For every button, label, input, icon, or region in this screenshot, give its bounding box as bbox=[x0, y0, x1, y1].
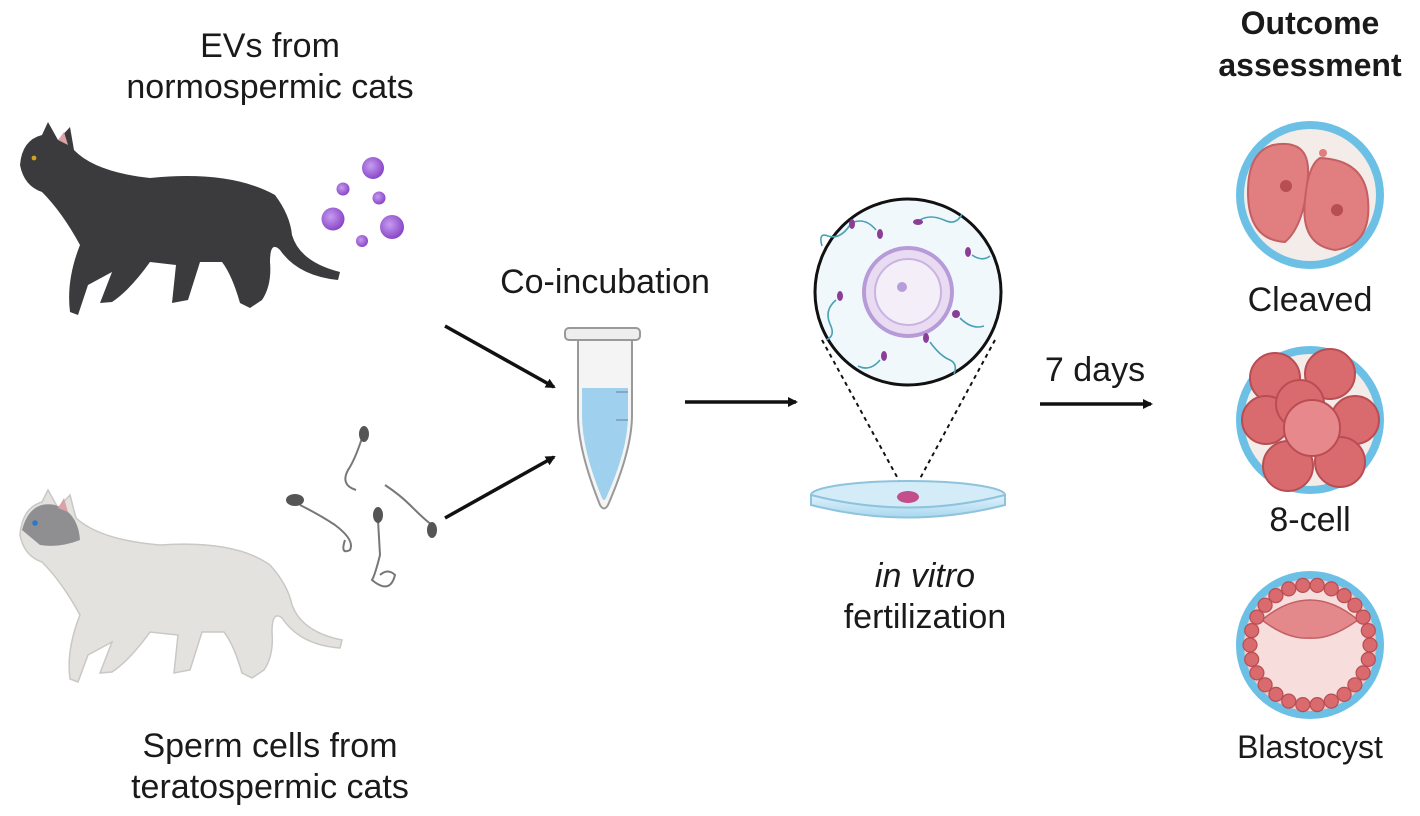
sperm-source-label: Sperm cells from teratospermic cats bbox=[80, 726, 460, 808]
trophoblast-cell bbox=[1268, 686, 1284, 703]
trophoblast-cell bbox=[1268, 587, 1284, 604]
trophoblast-cell bbox=[1309, 577, 1325, 594]
trophoblast-cell bbox=[1336, 587, 1352, 604]
trophoblast-cell bbox=[1323, 693, 1339, 709]
trophoblast-cell bbox=[1244, 651, 1260, 668]
trophoblast-cell bbox=[1360, 651, 1376, 668]
trophoblast-cell bbox=[1249, 665, 1265, 681]
trophoblast-cell bbox=[1281, 693, 1297, 709]
dark-cat-icon bbox=[20, 122, 340, 315]
trophoblast-cell bbox=[1323, 581, 1339, 597]
ev-source-line-1: EVs from bbox=[200, 27, 340, 65]
sperm-source-line-1: Sperm cells from bbox=[142, 727, 398, 765]
ivf-main-label: fertilization bbox=[843, 597, 1007, 636]
sperm-source-line-2: teratospermic cats bbox=[131, 767, 409, 806]
ev-source-label: EVs from normospermic cats bbox=[80, 26, 460, 108]
trophoblast-cell bbox=[1244, 622, 1260, 639]
outcome-blastocyst-label: Blastocyst bbox=[1237, 729, 1383, 765]
ev-source-line-2: normospermic cats bbox=[126, 67, 414, 106]
trophoblast-cell bbox=[1355, 665, 1371, 681]
trophoblast-cell bbox=[1249, 609, 1265, 625]
eight-cell-embryo-icon bbox=[1236, 346, 1384, 494]
microtube-icon bbox=[564, 327, 641, 510]
sperm-cells-icon bbox=[286, 426, 437, 588]
petri-dish-icon bbox=[810, 480, 1006, 519]
arrow-sperm-to-tube bbox=[444, 455, 556, 520]
oocyte-zoom-icon bbox=[813, 197, 1003, 498]
trophoblast-cell bbox=[1362, 637, 1378, 653]
trophoblast-cell bbox=[1336, 686, 1352, 703]
trophoblast-cell bbox=[1347, 597, 1363, 613]
duration-label: 7 days bbox=[1044, 351, 1146, 389]
trophoblast-cell bbox=[1257, 597, 1273, 613]
trophoblast-cell bbox=[1295, 577, 1311, 594]
outcome-cleaved-label: Cleaved bbox=[1247, 281, 1373, 319]
outcome-title: Outcome assessment bbox=[1200, 2, 1420, 86]
trophoblast-cell bbox=[1360, 622, 1376, 639]
trophoblast-cell bbox=[1281, 581, 1297, 597]
outcome-title-line-2: assessment bbox=[1218, 47, 1402, 84]
light-cat-icon bbox=[19, 488, 343, 683]
ivf-italic-label: in vitro bbox=[874, 557, 976, 595]
extracellular-vesicles-icon bbox=[321, 157, 404, 247]
arrow-evs-to-tube bbox=[444, 324, 556, 389]
ivf-label: in vitro fertilization bbox=[790, 556, 1060, 638]
trophoblast-cell bbox=[1309, 696, 1325, 713]
trophoblast-cell bbox=[1347, 677, 1363, 693]
coincubation-label: Co-incubation bbox=[500, 263, 710, 301]
trophoblast-cell bbox=[1355, 609, 1371, 625]
cleaved-embryo-icon bbox=[1236, 121, 1384, 269]
outcome-title-line-1: Outcome bbox=[1240, 5, 1380, 41]
outcome-8cell-label: 8-cell bbox=[1269, 501, 1351, 539]
trophoblast-cell bbox=[1242, 637, 1258, 653]
trophoblast-cell bbox=[1295, 696, 1311, 713]
blastocyst-icon bbox=[1236, 571, 1384, 719]
trophoblast-cell bbox=[1257, 677, 1273, 693]
